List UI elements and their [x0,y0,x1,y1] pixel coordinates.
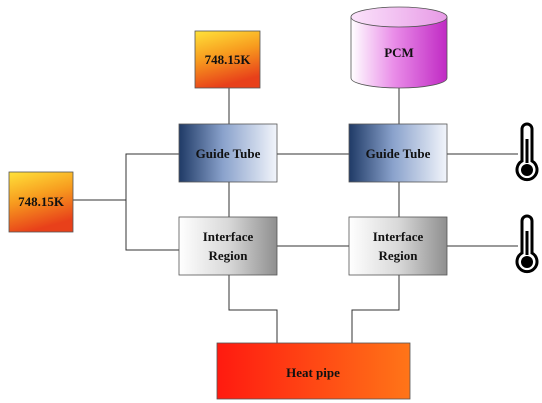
guide-tube-left: Guide Tube [178,123,278,183]
guide-tube-right-label: Guide Tube [366,146,431,161]
link-temp-left-to-guide-and-interface [125,153,179,251]
temperature-label-top: 748.15K [205,52,252,67]
temperature-box-top: 748.15K [194,30,261,89]
thermometer-icon [515,214,539,274]
interface-right-line1: Interface [373,229,424,244]
pcm-cylinder: PCM [350,6,448,89]
link-interface-right-to-heat-pipe [351,275,400,343]
guide-tube-right: Guide Tube [348,123,448,183]
interface-left-line2: Region [209,248,249,263]
thermometer-icon [515,122,539,182]
interface-right-line2: Region [379,248,419,263]
interface-region-left: Interface Region [178,216,278,276]
interface-region-right: Interface Region [348,216,448,276]
link-interface-left-to-heat-pipe [228,275,278,343]
temperature-label-left: 748.15K [18,194,65,209]
connector-lines [73,88,518,343]
heat-pipe-box: Heat pipe [216,342,411,400]
interface-left-line1: Interface [203,229,254,244]
temperature-box-left: 748.15K [8,171,74,233]
guide-tube-left-label: Guide Tube [196,146,261,161]
heat-pipe-label: Heat pipe [286,365,340,380]
pcm-label: PCM [384,45,414,60]
